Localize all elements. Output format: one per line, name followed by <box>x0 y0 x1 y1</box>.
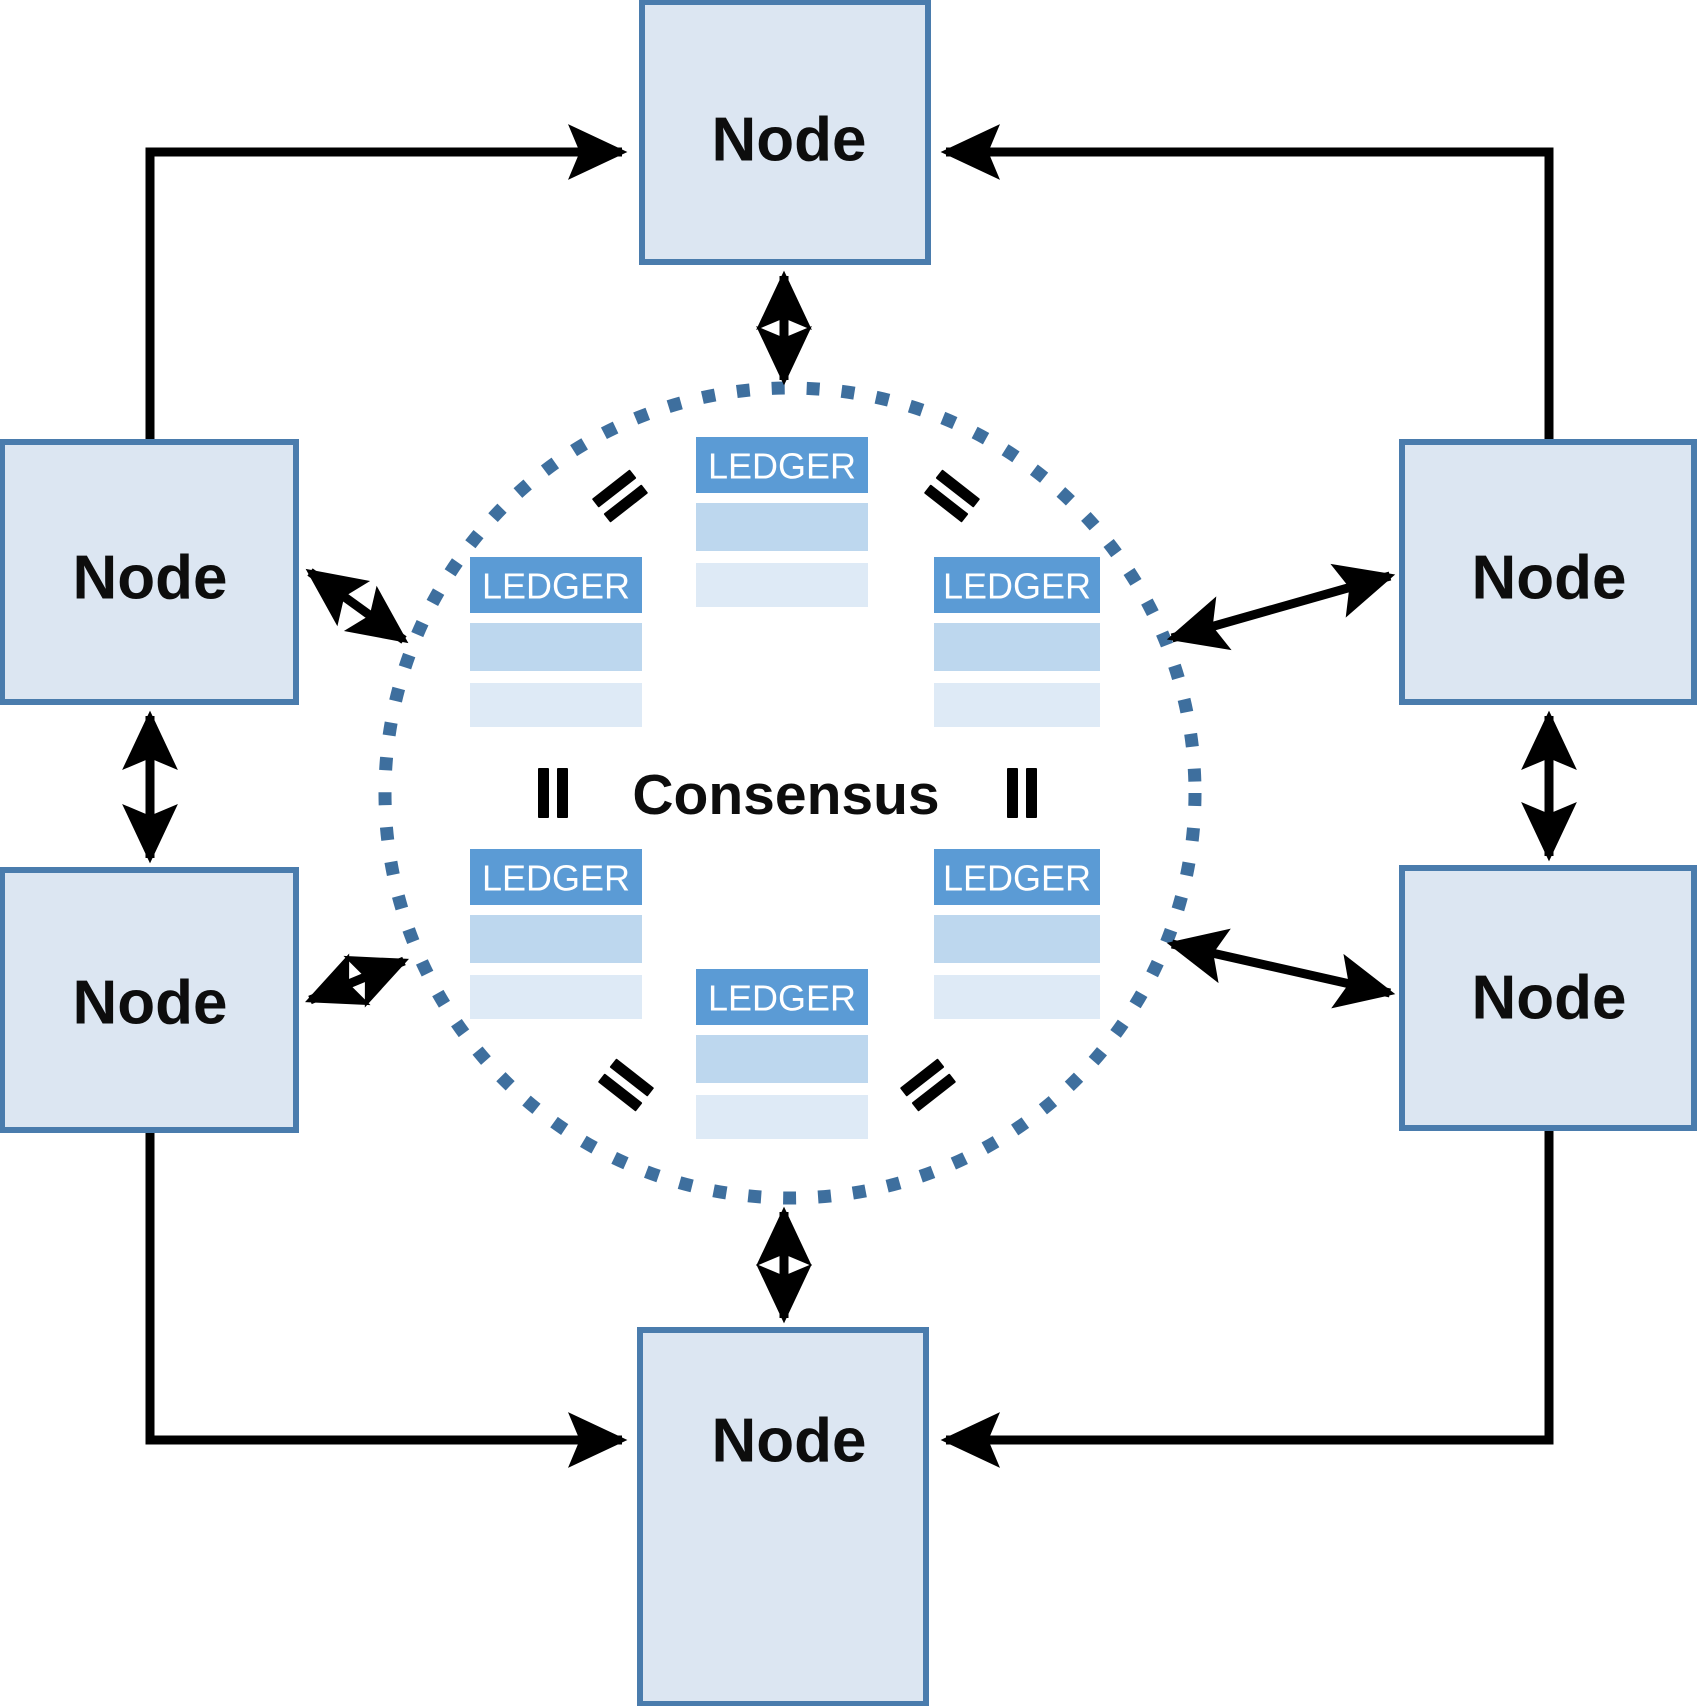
node-bottom-label: Node <box>712 1407 867 1476</box>
ledger-bottom-header-bar <box>696 969 868 1025</box>
consensus-label: Consensus <box>632 763 939 827</box>
ledger-top-row-2 <box>696 563 868 607</box>
conn-left-upper-consensus <box>305 568 409 644</box>
equals-marks <box>538 469 1037 1112</box>
ledger-lower-left[interactable]: LEDGER <box>470 849 642 1019</box>
node-left-upper-box[interactable] <box>0 439 299 705</box>
node-top[interactable]: Node <box>639 0 931 265</box>
conn-right-lower-to-bottom <box>940 1130 1554 1468</box>
conn-right-upper-to-top <box>940 124 1554 442</box>
ledger-upper-right-header-label: LEDGER <box>943 566 1091 607</box>
ledger-upper-left-header-label: LEDGER <box>482 566 630 607</box>
ledger-upper-left[interactable]: LEDGER <box>470 557 642 727</box>
node-left-upper-label: Node <box>73 544 228 613</box>
equals-bottom-right-icon <box>900 1058 956 1112</box>
ledger-lower-left-header-label: LEDGER <box>482 858 630 899</box>
ledger-bottom-row-2 <box>696 1095 868 1139</box>
equals-bottom-left-icon <box>598 1058 654 1112</box>
equals-top-left-icon <box>592 469 648 523</box>
node-left-lower-label: Node <box>73 969 228 1038</box>
ledger-lower-left-row-2 <box>470 975 642 1019</box>
node-right-lower[interactable]: Node <box>1399 865 1697 1131</box>
ledger-top-row-1 <box>696 503 868 551</box>
conn-left-upper-to-top <box>145 124 628 442</box>
ledger-lower-left-row-1 <box>470 915 642 963</box>
node-left-lower-box[interactable] <box>0 867 299 1133</box>
node-bottom-box[interactable] <box>637 1327 929 1706</box>
ledger-bottom[interactable]: LEDGER <box>696 969 868 1139</box>
ledger-upper-right-row-2 <box>934 683 1100 727</box>
node-right-lower-box[interactable] <box>1399 865 1697 1131</box>
ledger-upper-left-header-bar <box>470 557 642 613</box>
ledger-lower-right-header-bar <box>934 849 1100 905</box>
conn-left-lower-to-bottom <box>145 1132 628 1468</box>
node-right-lower-label: Node <box>1472 964 1627 1033</box>
ledger-upper-left-row-1 <box>470 623 642 671</box>
outer-ring-connectors <box>122 124 1577 1468</box>
conn-right-upper-consensus <box>1166 563 1396 651</box>
ledger-top-header-bar <box>696 437 868 493</box>
ledger-lower-right-header-label: LEDGER <box>943 858 1091 899</box>
consensus-circle <box>378 381 1202 1205</box>
node-left-upper[interactable]: Node <box>0 439 299 705</box>
conn-right-lower-consensus <box>1166 928 1396 1009</box>
ledger-lower-left-header-bar <box>470 849 642 905</box>
node-top-box[interactable] <box>639 0 931 265</box>
ledger-upper-right[interactable]: LEDGER <box>934 557 1100 727</box>
ledger-lower-right-row-2 <box>934 975 1100 1019</box>
ledger-upper-left-row-2 <box>470 683 642 727</box>
node-top-label: Node <box>712 106 867 175</box>
node-right-upper-box[interactable] <box>1399 439 1697 705</box>
node-right-upper[interactable]: Node <box>1399 439 1697 705</box>
conn-left-lower-consensus <box>305 953 409 1008</box>
ledger-bottom-row-1 <box>696 1035 868 1083</box>
ledger-lower-right[interactable]: LEDGER <box>934 849 1100 1019</box>
node-left-lower[interactable]: Node <box>0 867 299 1133</box>
ledger-top[interactable]: LEDGER <box>696 437 868 607</box>
node-bottom[interactable]: Node <box>637 1327 929 1706</box>
consensus-circle-outline <box>378 381 1202 1205</box>
equals-mid-right-icon <box>1007 768 1037 818</box>
consensus-spoke-connectors <box>305 270 1396 1324</box>
ledger-top-header-label: LEDGER <box>708 446 856 487</box>
equals-mid-left-icon <box>538 768 568 818</box>
equals-top-right-icon <box>924 469 980 523</box>
ledger-lower-right-row-1 <box>934 915 1100 963</box>
ledger-bottom-header-label: LEDGER <box>708 978 856 1019</box>
node-right-upper-label: Node <box>1472 544 1627 613</box>
ledger-upper-right-row-1 <box>934 623 1100 671</box>
ledger-upper-right-header-bar <box>934 557 1100 613</box>
